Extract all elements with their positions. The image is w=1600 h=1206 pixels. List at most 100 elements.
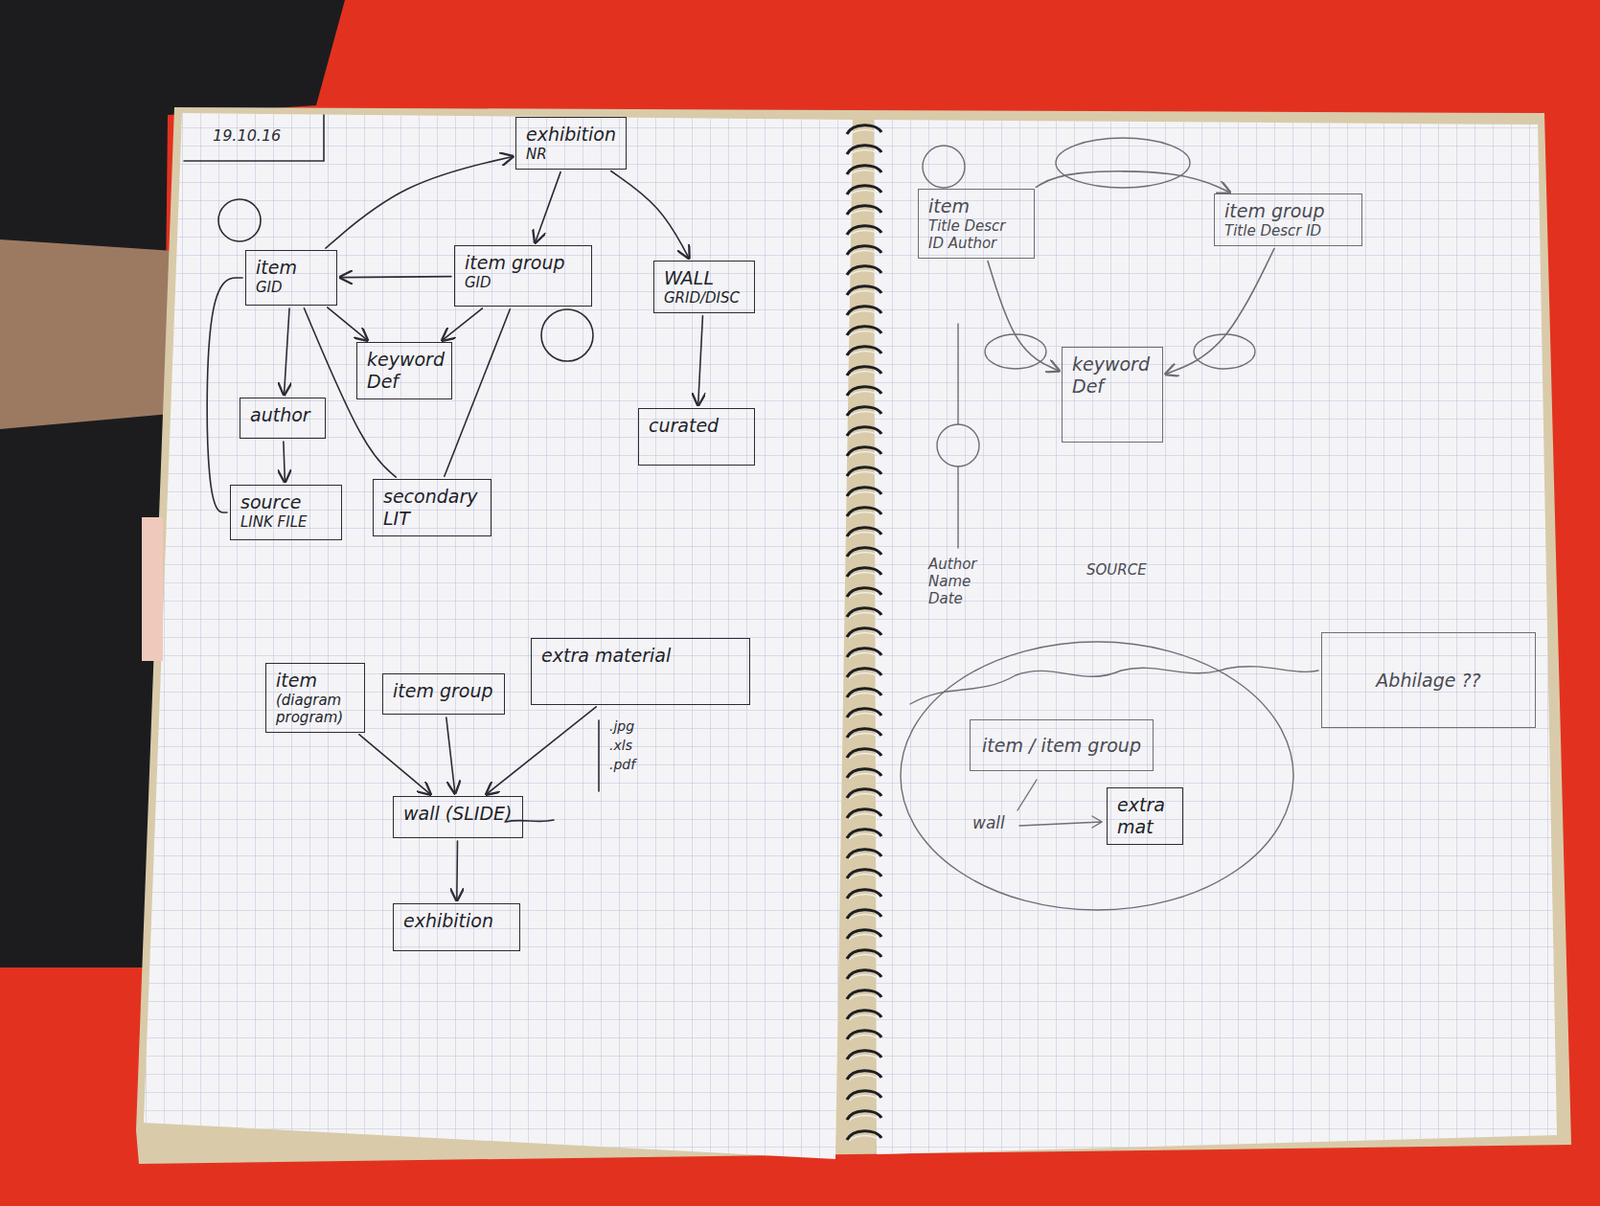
entity-name: exhibition — [403, 910, 510, 933]
entity-box: author — [239, 397, 326, 439]
author-line — [957, 323, 959, 549]
entity-box: item groupGID — [454, 245, 593, 307]
right-page — [873, 119, 1557, 1155]
entity-name: wall (SLIDE) — [403, 802, 513, 825]
relation-connector — [206, 277, 243, 513]
relation-connector — [284, 308, 291, 395]
self-loop — [541, 309, 594, 362]
entity-name: keyword Def — [366, 348, 442, 393]
entity-box: secondary LIT — [372, 479, 492, 537]
entity-box: exhibitionNR — [515, 116, 627, 170]
relation-connector — [340, 275, 452, 279]
entity-box: item group — [382, 673, 505, 715]
relation-connector — [456, 841, 458, 901]
relation-ellipse — [984, 334, 1047, 369]
entity-name: author — [250, 404, 316, 427]
note-label: .pdf — [609, 756, 636, 774]
entity-name: source — [240, 491, 332, 514]
file-type-bracket — [597, 720, 600, 792]
entity-box: itemGID — [245, 250, 338, 306]
entity-box: item groupTitle Descr ID — [1213, 193, 1363, 247]
relation-connector — [611, 171, 689, 259]
entity-box: item / item group — [969, 719, 1154, 772]
relation-connector — [987, 261, 1059, 372]
entity-box: curated — [638, 408, 755, 466]
note-label: Author Name Date — [928, 555, 998, 608]
right-page-grid — [873, 119, 1557, 1155]
entity-box: WALLGRID/DISC — [653, 260, 755, 314]
entity-name: item — [928, 195, 1025, 218]
entity-box: exhibition — [392, 903, 521, 952]
relation-connector — [444, 309, 511, 477]
entity-name: secondary LIT — [383, 485, 481, 530]
entity-name: item group — [392, 680, 495, 703]
entity-name: WALL — [663, 267, 745, 290]
note-label: 19.10.16 — [212, 126, 281, 145]
entity-name: extra material — [541, 644, 740, 667]
entity-name: item — [275, 669, 355, 692]
relation-connector — [1035, 171, 1230, 193]
relation-connector — [359, 734, 431, 795]
entity-name: keyword Def — [1072, 353, 1153, 398]
relation-connector — [325, 156, 513, 249]
entity-name: item group — [464, 251, 582, 275]
entity-attributes: Title Descr ID — [1224, 222, 1352, 240]
relation-connector — [442, 308, 483, 341]
relation-circle — [937, 424, 980, 467]
entity-name: curated — [648, 414, 745, 437]
spiral-binding — [841, 122, 884, 1148]
entity-attributes: Title Descr ID Author — [928, 217, 1025, 252]
left-page-grid — [143, 113, 853, 1160]
relation-ellipse — [1055, 137, 1190, 188]
entity-attributes: GRID/DISC — [663, 289, 745, 307]
entity-box: extra material — [530, 638, 751, 706]
note-label: SOURCE — [1086, 561, 1147, 579]
note-label: .xls — [609, 737, 633, 755]
note-label: .jpg — [609, 718, 635, 735]
relation-connector — [327, 307, 368, 341]
entity-name: extra mat — [1117, 794, 1173, 839]
arm — [0, 239, 175, 430]
wall-line — [1017, 779, 1037, 811]
relation-connector — [698, 316, 704, 406]
entity-box: extra mat — [1106, 787, 1184, 846]
pen-stroke — [505, 820, 554, 823]
wall-line — [1019, 816, 1102, 828]
entity-box: keyword Def — [356, 342, 453, 400]
entity-box: item(diagram program) — [265, 662, 366, 733]
entity-attributes: NR — [525, 145, 617, 163]
relation-connector — [1165, 248, 1275, 374]
entity-attributes: (diagram program) — [275, 691, 355, 727]
entity-box: sourceLINK FILE — [229, 484, 343, 541]
date-corner — [183, 114, 324, 161]
note-label: wall — [972, 813, 1006, 833]
left-page — [143, 113, 853, 1160]
relation-ellipse — [1193, 334, 1256, 369]
entity-name: exhibition — [525, 123, 617, 146]
entity-attributes: LINK FILE — [240, 513, 332, 531]
entity-box: itemTitle Descr ID Author — [917, 188, 1035, 259]
self-loop — [922, 145, 965, 188]
entity-box: Abhilage ?? — [1321, 632, 1536, 729]
entity-name: item / item group — [982, 734, 1142, 757]
relation-connector — [303, 308, 396, 478]
entity-name: item group — [1224, 200, 1352, 223]
entity-box: wall (SLIDE) — [392, 796, 524, 839]
entity-name: Abhilage ?? — [1375, 669, 1481, 692]
notebook-cover — [136, 107, 1572, 1165]
grouping-ellipse — [900, 641, 1294, 911]
page-tab — [141, 517, 163, 662]
self-loop — [218, 199, 261, 242]
entity-box: keyword Def — [1061, 346, 1164, 443]
relation-connector — [535, 172, 562, 244]
relation-connector — [486, 707, 597, 795]
wavy-line — [910, 666, 1319, 705]
entity-attributes: GID — [464, 274, 582, 292]
entity-name: item — [255, 256, 327, 279]
relation-connector — [283, 441, 285, 482]
